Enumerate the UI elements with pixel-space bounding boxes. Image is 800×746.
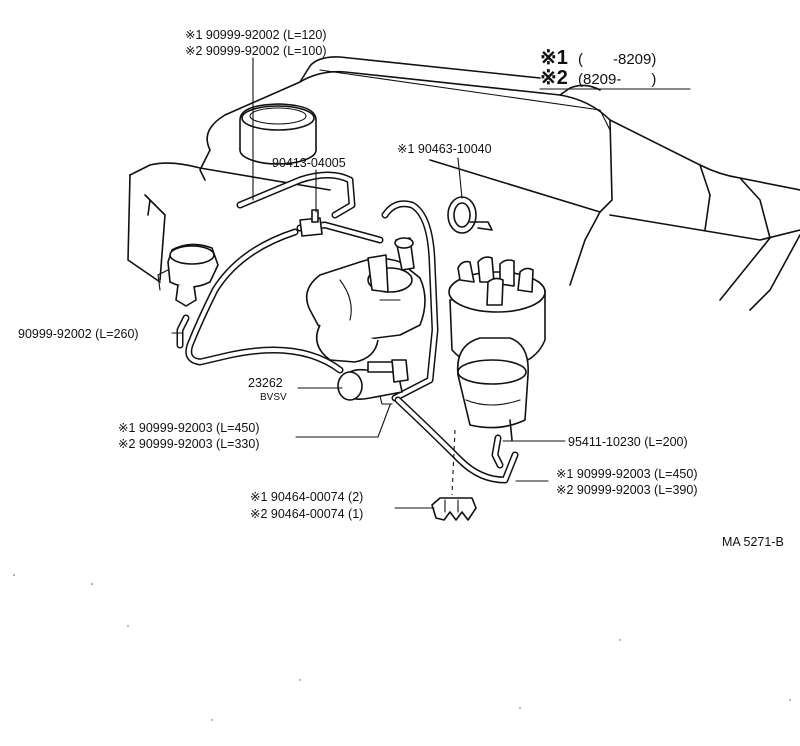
label-hose-right-1: ※1 90999-92003 (L=450) — [556, 467, 698, 481]
throttle-body — [305, 237, 426, 363]
label-hose-top-2: ※2 90999-92002 (L=100) — [185, 44, 327, 58]
distributor — [448, 256, 546, 441]
label-hose-mid-1: ※1 90999-92003 (L=450) — [118, 421, 260, 435]
hose-clip — [431, 497, 477, 521]
label-bvsv-number: 23262 — [248, 376, 283, 390]
label-hose-mid-2: ※2 90999-92003 (L=330) — [118, 437, 260, 451]
diagram-reference-code: MA 5271-B — [722, 535, 784, 549]
vacuum-regulator — [157, 243, 219, 307]
engine-valve-cover — [199, 56, 800, 311]
air-intake-housing — [127, 162, 331, 283]
hose-clamp — [447, 196, 493, 234]
leader-lines — [171, 57, 566, 509]
oil-filler-cap — [239, 103, 317, 165]
legend-mark-1: ※1 — [540, 47, 568, 69]
scan-specks — [13, 574, 791, 721]
clip-guide-line — [451, 429, 456, 496]
bvsv-valve — [337, 359, 409, 405]
label-hose-left: 90999-92002 (L=260) — [18, 327, 139, 341]
legend: ※1 ( -8209) ※2 (8209- ) — [539, 47, 691, 90]
label-joint: 90413-04005 — [272, 156, 346, 170]
label-bvsv-name: BVSV — [260, 392, 287, 403]
label-hose-top-1: ※1 90999-92002 (L=120) — [185, 28, 327, 42]
label-clip-1: ※1 90464-00074 (2) — [250, 490, 363, 504]
hose-joint — [299, 209, 323, 237]
label-clip-2: ※2 90464-00074 (1) — [250, 507, 363, 521]
label-clamp: ※1 90463-10040 — [397, 142, 492, 156]
legend-text-2: (8209- ) — [578, 71, 656, 88]
legend-mark-2: ※2 — [540, 67, 568, 89]
part-labels: ※1 90999-92002 (L=120) ※2 90999-92002 (L… — [18, 28, 698, 521]
legend-text-1: ( -8209) — [578, 51, 656, 68]
label-hose-right-2: ※2 90999-92003 (L=390) — [556, 483, 698, 497]
label-hose-right-single: 95411-10230 (L=200) — [568, 435, 688, 449]
